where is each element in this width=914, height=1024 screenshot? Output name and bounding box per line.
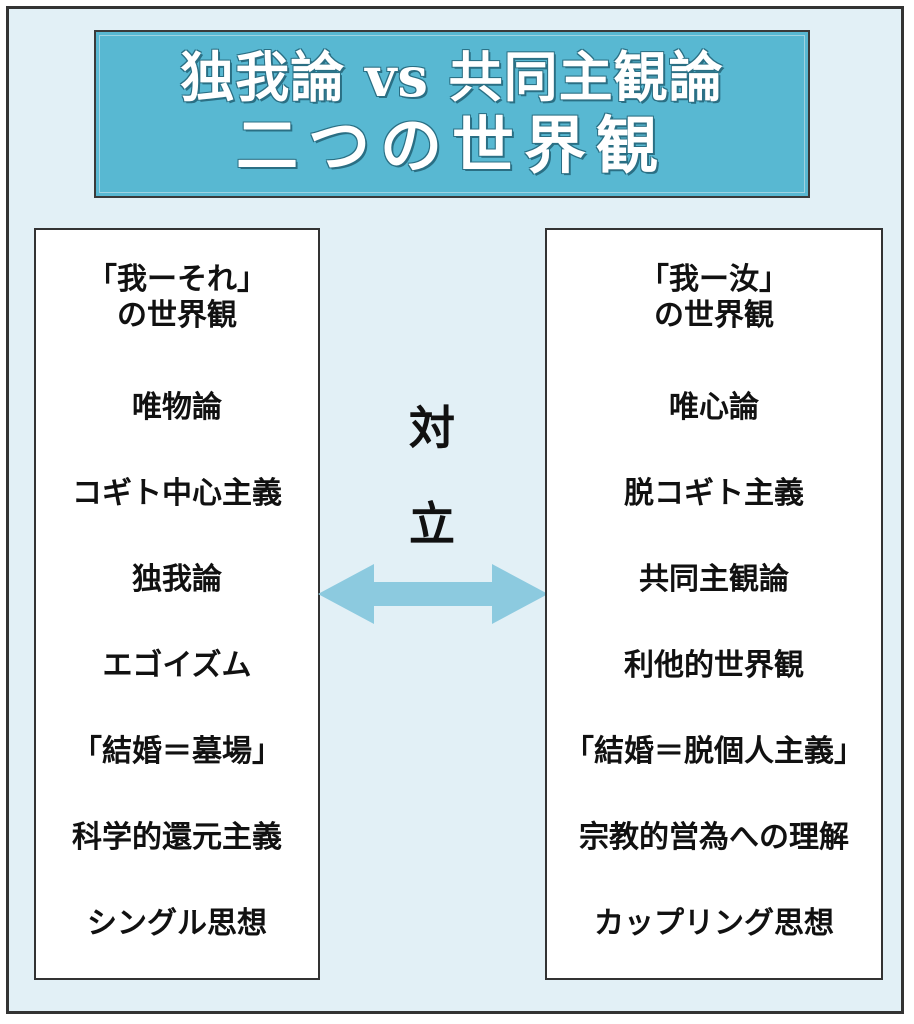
right-heading-line-1: 「我ー汝」 bbox=[639, 262, 789, 297]
list-item: エゴイズム bbox=[102, 648, 252, 683]
opposition-label: 対 立 bbox=[362, 380, 502, 572]
right-column-heading: 「我ー汝」 の世界観 bbox=[547, 262, 881, 334]
list-item: 独我論 bbox=[132, 562, 222, 597]
opposition-char-2: 立 bbox=[409, 497, 455, 551]
right-heading-line-2: の世界観 bbox=[654, 298, 774, 333]
right-column: 「我ー汝」 の世界観 唯心論 脱コギト主義 共同主観論 利他的世界観 「結婚＝脱… bbox=[545, 228, 883, 980]
list-item: シングル思想 bbox=[87, 906, 267, 941]
list-item: コギト中心主義 bbox=[72, 476, 282, 511]
list-item: 共同主観論 bbox=[639, 562, 789, 597]
left-item-list: 唯物論 コギト中心主義 独我論 エゴイズム 「結婚＝墓場」 科学的還元主義 シン… bbox=[36, 380, 318, 982]
list-item: 唯心論 bbox=[669, 390, 759, 425]
left-heading-line-1: 「我ーそれ」 bbox=[87, 262, 267, 297]
list-item: 科学的還元主義 bbox=[72, 820, 282, 855]
double-arrow-icon bbox=[318, 564, 548, 624]
list-item: カップリング思想 bbox=[594, 906, 834, 941]
title-banner: 独我論 vs 共同主観論 二つの世界観 bbox=[94, 30, 810, 198]
title-line-1: 独我論 vs 共同主観論 bbox=[180, 45, 724, 110]
list-item: 脱コギト主義 bbox=[624, 476, 804, 511]
title-line-2: 二つの世界観 bbox=[235, 108, 668, 182]
list-item: 「結婚＝脱個人主義」 bbox=[564, 734, 864, 769]
left-column-heading: 「我ーそれ」 の世界観 bbox=[36, 262, 318, 334]
opposition-char-1: 対 bbox=[409, 401, 455, 455]
left-heading-line-2: の世界観 bbox=[117, 298, 237, 333]
list-item: 宗教的営為への理解 bbox=[579, 820, 849, 855]
list-item: 「結婚＝墓場」 bbox=[72, 734, 282, 769]
list-item: 唯物論 bbox=[132, 390, 222, 425]
left-column: 「我ーそれ」 の世界観 唯物論 コギト中心主義 独我論 エゴイズム 「結婚＝墓場… bbox=[34, 228, 320, 980]
list-item: 利他的世界観 bbox=[624, 648, 804, 683]
right-item-list: 唯心論 脱コギト主義 共同主観論 利他的世界観 「結婚＝脱個人主義」 宗教的営為… bbox=[547, 380, 881, 982]
